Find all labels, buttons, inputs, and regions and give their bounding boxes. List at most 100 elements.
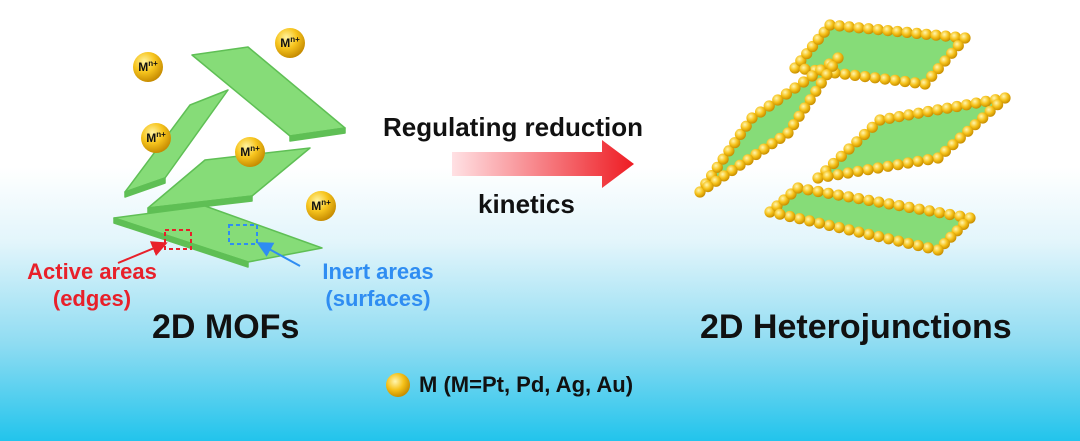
mof-sheet-edge (124, 177, 166, 198)
metal-nanoparticle (980, 95, 992, 107)
metal-nanoparticle (946, 47, 958, 59)
heterojunction-sheet (700, 58, 838, 192)
metal-nanoparticle (859, 71, 871, 83)
metal-nanoparticle (758, 143, 770, 155)
inert-area-pointer (256, 242, 301, 267)
arrow-label-line2: kinetics (478, 189, 575, 219)
metal-nanoparticle (903, 201, 915, 213)
metal-nanoparticle (934, 207, 946, 219)
metal-nanoparticle (843, 191, 855, 203)
metal-nanoparticle (926, 70, 938, 82)
metal-nanoparticle (827, 157, 840, 170)
metal-nanoparticle (922, 154, 934, 166)
metal-nanoparticle (711, 161, 723, 173)
metal-nanoparticle (718, 170, 730, 182)
reaction-arrow (452, 140, 634, 188)
metal-nanoparticle (798, 76, 810, 88)
metal-nanoparticle (901, 26, 913, 38)
metal-nanoparticle (772, 94, 784, 106)
metal-nanoparticle (883, 233, 895, 245)
metal-nanoparticle (813, 217, 826, 229)
legend-particle-icon (386, 373, 410, 397)
metal-nanoparticle (824, 19, 836, 31)
svg-text:Mn+: Mn+ (138, 59, 158, 74)
metal-nanoparticle (788, 119, 800, 131)
metal-nanoparticle (742, 154, 754, 166)
mof-sheet (191, 46, 346, 137)
svg-text:Mn+: Mn+ (311, 198, 331, 213)
metal-nanoparticle (806, 70, 818, 82)
metal-nanoparticle (835, 150, 847, 162)
mof-sheet-edge (113, 217, 249, 268)
metal-nanoparticle (873, 196, 885, 208)
metal-nanoparticle (823, 219, 835, 231)
metal-nanoparticle (911, 27, 923, 39)
metal-nanoparticle (834, 20, 846, 32)
metal-nanoparticle (913, 203, 926, 215)
metal-nanoparticle (810, 85, 822, 97)
mof-sheet-edge (289, 127, 346, 142)
metal-nanoparticle (717, 153, 729, 165)
metal-nanoparticle (799, 102, 811, 114)
inert-areas-line1: Inert areas (322, 259, 434, 284)
inert-areas-label: Inert areas (surfaces) (296, 258, 460, 312)
metal-nanoparticle (892, 235, 905, 247)
metal-nanoparticle (863, 23, 875, 35)
mof-sheet-edge (147, 195, 253, 214)
metal-nanoparticle (919, 78, 931, 90)
metal-ion: Mn+ (306, 191, 336, 221)
metal-nanoparticle (882, 25, 894, 37)
metal-nanoparticle (959, 32, 971, 44)
metal-nanoparticle (920, 28, 933, 40)
active-areas-line2: (edges) (52, 286, 132, 311)
metal-nanoparticle (766, 138, 778, 150)
metal-nanoparticle (939, 145, 952, 157)
metal-nanoparticle (923, 205, 936, 217)
metal-nanoparticle (822, 187, 835, 199)
metal-nanoparticle (883, 198, 895, 210)
active-areas-label: Active areas (edges) (8, 258, 176, 312)
metal-nanoparticle (833, 222, 845, 234)
metal-nanoparticle (842, 167, 854, 179)
metal-nanoparticle (962, 125, 974, 137)
metal-nanoparticle (977, 112, 989, 124)
metal-nanoparticle (960, 99, 973, 111)
metal-nanoparticle (710, 175, 722, 187)
metal-nanoparticle (941, 102, 953, 114)
metal-nanoparticle (992, 99, 1004, 111)
metal-nanoparticle (803, 215, 816, 227)
metal-nanoparticle (939, 55, 951, 67)
metal-nanoparticle (863, 228, 875, 240)
metal-nanoparticle (944, 208, 956, 221)
metal-nanoparticle (832, 189, 845, 201)
active-areas-line1: Active areas (27, 259, 157, 284)
metal-nanoparticle (734, 128, 747, 140)
metal-nanoparticle (872, 24, 884, 36)
active-area-box (164, 229, 192, 250)
metal-nanoparticle (872, 162, 884, 174)
active-area-pointer (117, 241, 168, 264)
metal-nanoparticle (774, 208, 786, 220)
metal-nanoparticle (782, 127, 794, 139)
metal-nanoparticle (812, 172, 824, 184)
metal-ion: Mn+ (275, 28, 305, 58)
metal-nanoparticle (799, 63, 811, 75)
metal-nanoparticle (882, 160, 894, 172)
heterojunction-sheet (818, 98, 1005, 178)
inert-area-box (228, 224, 258, 245)
metal-nanoparticle (832, 52, 844, 64)
svg-text:Mn+: Mn+ (146, 130, 166, 145)
metal-ion: Mn+ (141, 123, 171, 153)
metal-nanoparticle (780, 88, 793, 100)
metal-nanoparticle (954, 132, 966, 144)
metal-nanoparticle (853, 193, 865, 205)
metal-nanoparticle (874, 114, 886, 126)
metal-nanoparticle (792, 182, 804, 194)
metal-nanoparticle (949, 31, 962, 43)
metal-nanoparticle (804, 94, 816, 106)
metal-nanoparticle (826, 60, 839, 72)
metal-nanoparticle (893, 111, 905, 123)
heterojunction-sheet (770, 188, 970, 250)
metal-nanoparticle (879, 73, 891, 85)
